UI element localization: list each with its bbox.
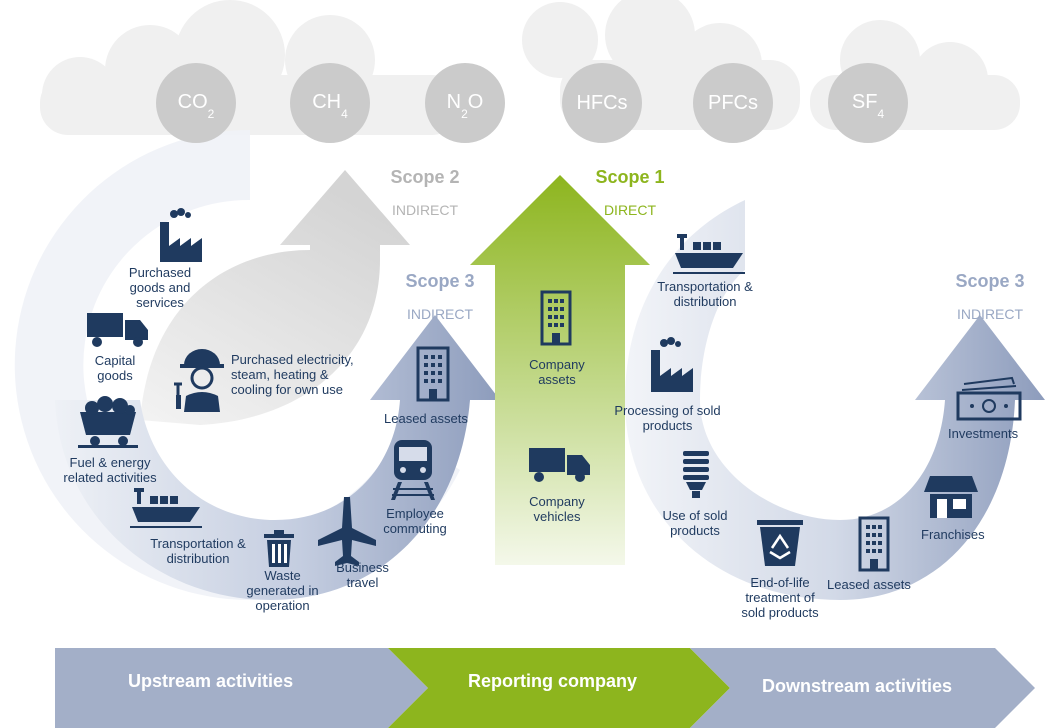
scope1-title: Scope 1 <box>595 167 665 187</box>
scope3-downstream-label: Scope 3 INDIRECT <box>935 256 1045 337</box>
cargo-ship-icon <box>673 234 745 274</box>
cargo-ship-icon <box>130 488 202 528</box>
label-investments: Investments <box>948 426 1019 441</box>
gas-formula: CO2 <box>177 90 215 121</box>
scope1-label: Scope 1 DIRECT <box>585 152 675 233</box>
airplane-icon <box>318 497 376 566</box>
scope1-arrow <box>470 175 650 565</box>
label-employee-commuting: Employee commuting <box>383 506 447 536</box>
factory-icon <box>651 337 693 392</box>
building-icon <box>858 516 890 572</box>
bulb-icon <box>683 451 709 498</box>
label-downstream-transport: Transportation & distribution <box>657 279 753 309</box>
coal-cart-icon <box>78 396 138 448</box>
gas-formula: PFCs <box>708 91 758 114</box>
band-reporting-label: Reporting company <box>468 671 638 691</box>
label-company-vehicles: Company vehicles <box>529 494 585 524</box>
label-franchises: Franchises <box>921 527 985 542</box>
label-capital-goods: Capital goods <box>94 353 136 383</box>
scope2-title: Scope 2 <box>390 167 460 187</box>
gas-formula: N2O <box>446 90 484 121</box>
label-company-assets: Company assets <box>529 357 585 387</box>
factory-icon <box>160 208 202 262</box>
gas-formula: SF4 <box>851 90 885 121</box>
shop-icon <box>924 476 978 518</box>
label-downstream-leased-assets: Leased assets <box>827 577 911 592</box>
truck-icon <box>87 313 148 347</box>
band-upstream-label: Upstream activities <box>128 671 294 691</box>
scope1-subtitle: DIRECT <box>603 202 657 218</box>
label-processing: Processing of sold products <box>614 403 721 433</box>
scope3-subtitle: INDIRECT <box>406 306 474 322</box>
label-business-travel: Business travel <box>336 560 389 590</box>
gas-co2: CO2 <box>156 63 236 143</box>
gas-ch4: CH4 <box>290 63 370 143</box>
gas-hfcs: HFCs <box>562 63 642 143</box>
scope3-upstream-arrow <box>55 315 500 600</box>
activity-band <box>55 648 1035 728</box>
scope3-title: Scope 3 <box>955 271 1025 291</box>
scope3-subtitle: INDIRECT <box>956 306 1024 322</box>
gas-pfcs: PFCs <box>693 63 773 143</box>
truck-icon <box>529 448 590 482</box>
scope2-label: Scope 2 INDIRECT <box>370 152 480 233</box>
label-upstream-transport: Transportation & distribution <box>150 536 246 566</box>
gas-sf4: SF4 <box>828 63 908 143</box>
scope2-subtitle: INDIRECT <box>391 202 459 218</box>
recycle-bin-icon <box>757 520 803 566</box>
train-icon <box>391 440 435 500</box>
label-end-of-life: End-of-life treatment of sold products <box>741 575 819 620</box>
money-icon <box>956 376 1022 421</box>
label-fuel-energy: Fuel & energy related activities <box>63 455 157 485</box>
scope3-title: Scope 3 <box>405 271 475 291</box>
label-use-of-products: Use of sold products <box>662 508 728 538</box>
gas-n2o: N2O <box>425 63 505 143</box>
gas-formula: CH4 <box>312 90 348 121</box>
building-icon <box>416 346 450 402</box>
gas-formula: HFCs <box>576 91 628 114</box>
label-waste: Waste generated in operation <box>246 568 319 613</box>
label-purchased-electricity: Purchased electricity, steam, heating & … <box>231 352 354 397</box>
worker-icon <box>174 349 224 412</box>
trash-bin-icon <box>264 530 294 567</box>
label-purchased-goods: Purchased goods and services <box>128 265 192 310</box>
building-icon <box>540 290 572 346</box>
band-downstream-label: Downstream activities <box>762 676 953 696</box>
scope3-upstream-label: Scope 3 INDIRECT <box>385 256 495 337</box>
label-upstream-leased-assets: Leased assets <box>384 411 468 426</box>
